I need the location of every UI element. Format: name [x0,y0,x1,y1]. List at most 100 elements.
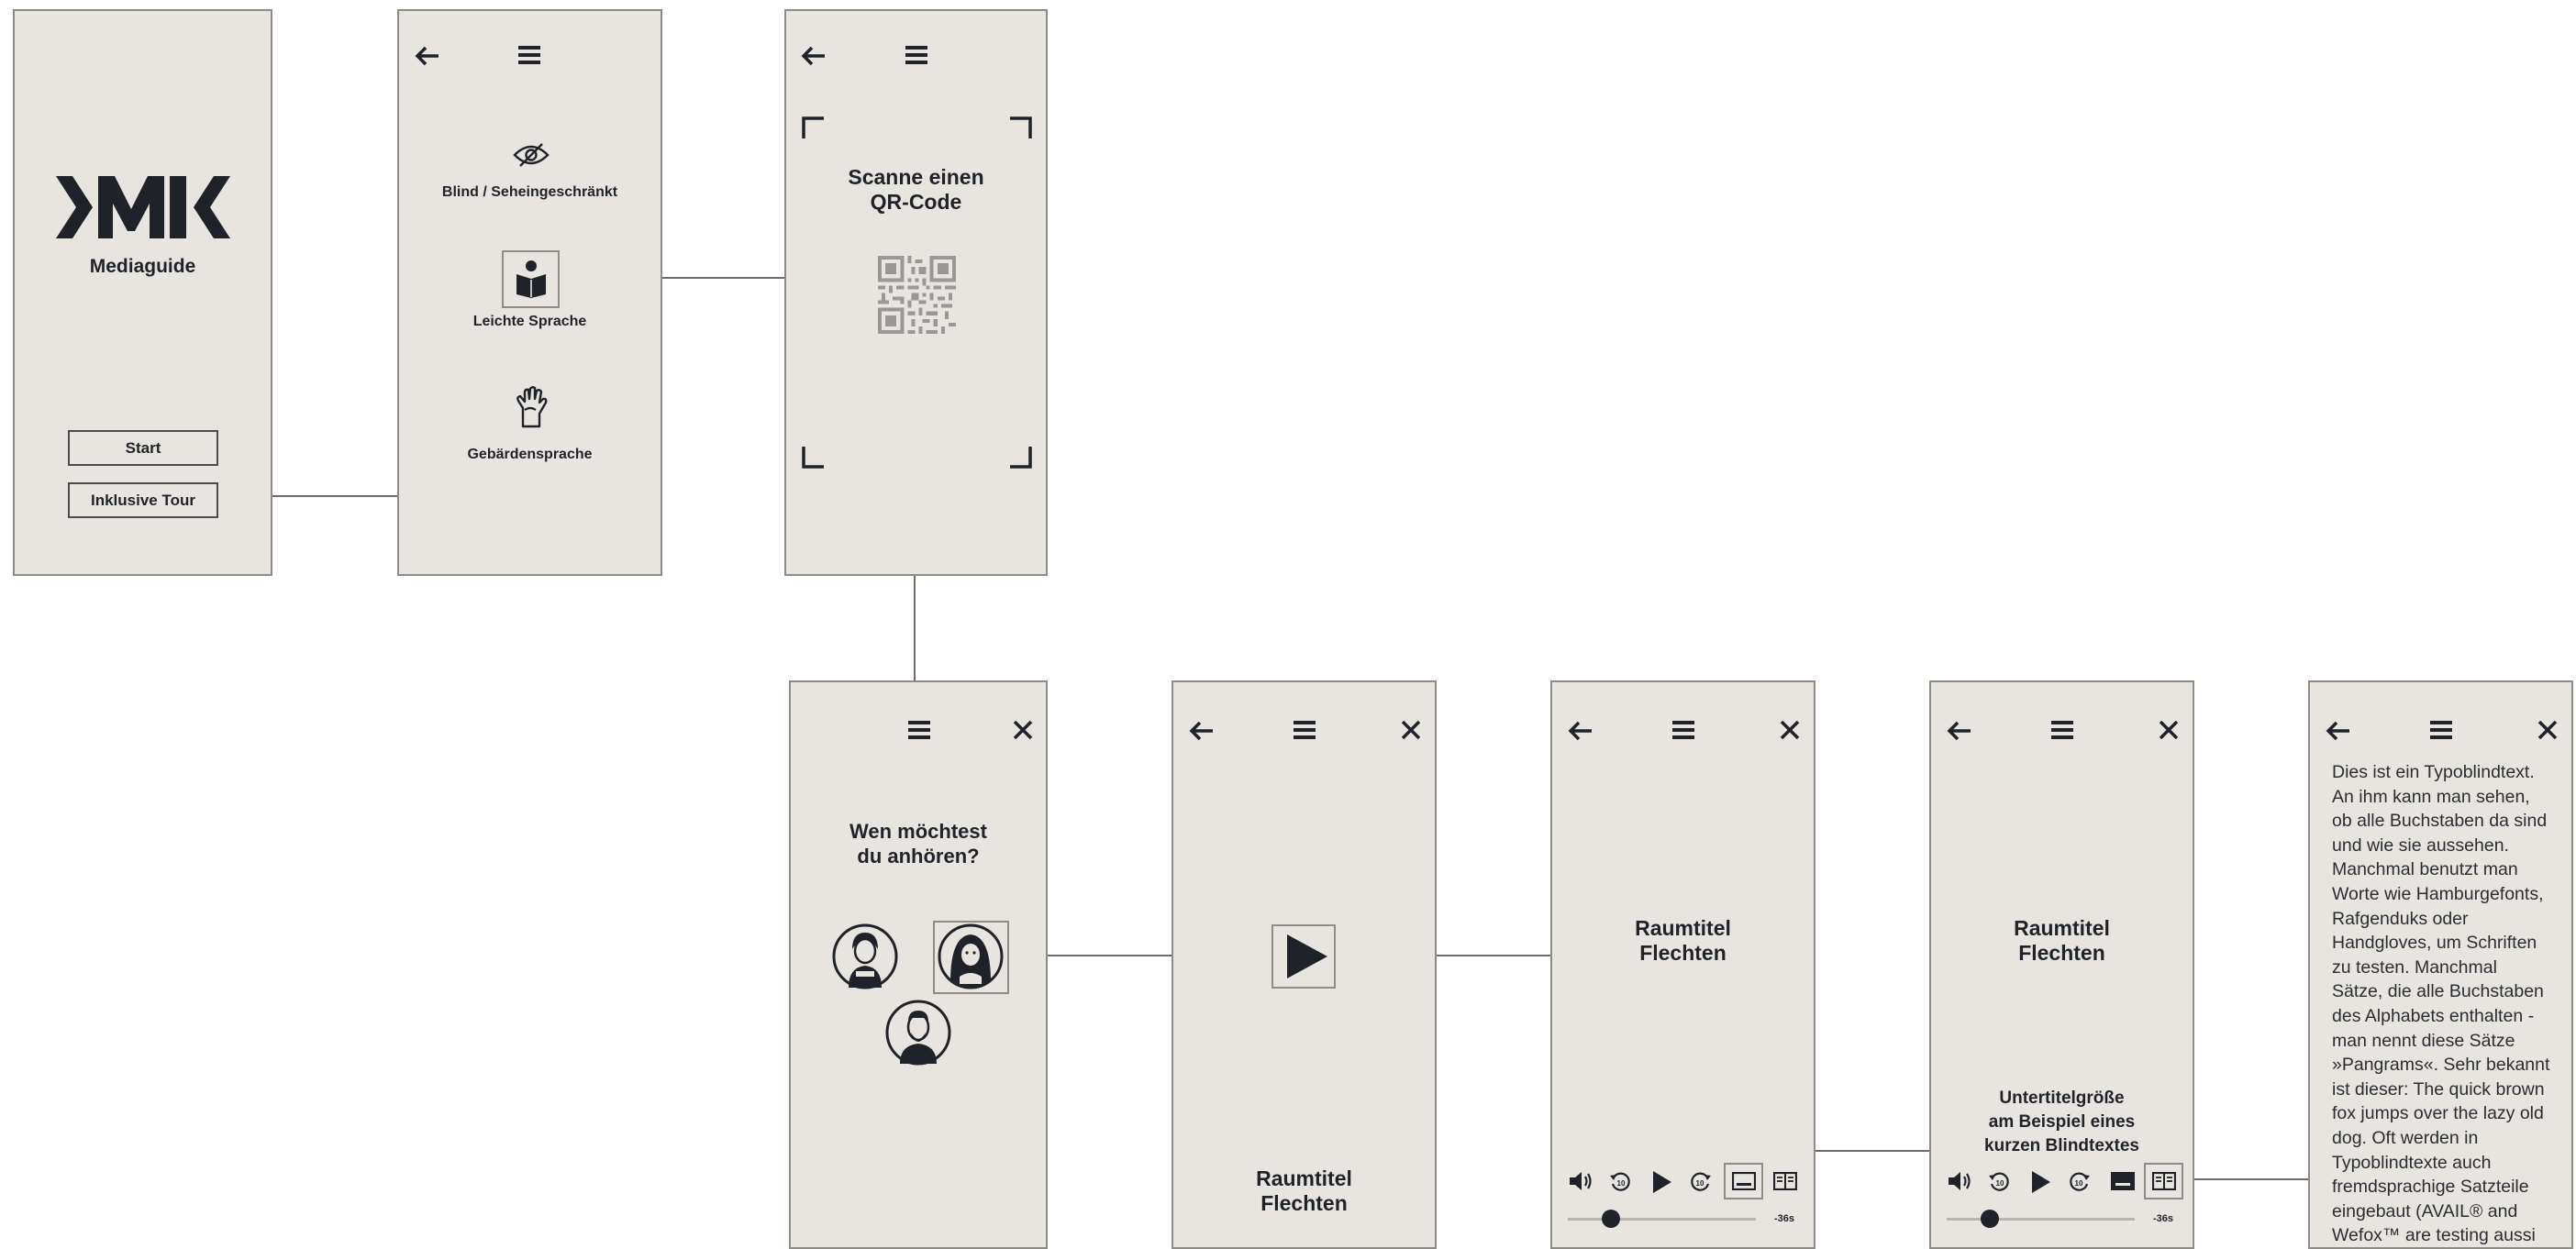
transcript-line: zu testen. Manchmal [2332,956,2566,980]
sign-language-hand-icon[interactable] [514,386,549,428]
subtitles-active-icon[interactable] [2111,1172,2135,1190]
transcript-line: und wie sie aussehen. [2332,834,2566,858]
svg-text:10: 10 [1696,1179,1704,1188]
play-icon[interactable] [2032,1171,2050,1193]
svg-text:10: 10 [2075,1179,2083,1188]
rewind-10-icon[interactable]: 10 [1988,1170,2012,1194]
narrator-portrait-man-icon[interactable] [885,1000,951,1066]
scan-frame-corner-icon [802,447,824,469]
back-arrow-icon[interactable] [1568,720,1593,742]
connector-line [2182,1178,2310,1180]
narrator-portrait-veiled-woman-icon[interactable] [938,923,1004,989]
forward-10-icon[interactable]: 10 [1688,1170,1712,1194]
svg-text:10: 10 [1617,1179,1626,1188]
back-arrow-icon[interactable] [801,45,827,67]
transcript-line: eingebaut (AVAIL® and [2332,1199,2566,1224]
mode-label-blind: Blind / Seheingeschränkt [399,184,661,201]
eye-off-icon[interactable] [513,142,550,168]
narrator-portrait-woman-icon[interactable] [832,923,898,989]
rewind-10-icon[interactable]: 10 [1609,1170,1633,1194]
transcript-line: Worte wie Hamburgefonts, [2332,882,2566,907]
menu-icon[interactable] [905,45,927,65]
transcript-line: Manchmal benutzt man [2332,857,2566,882]
back-arrow-icon[interactable] [2326,720,2351,742]
screen-transcript: Dies ist ein Typoblindtext. An ihm kann … [2308,680,2573,1249]
transcript-book-icon[interactable] [2152,1172,2176,1190]
subtitles-icon[interactable] [1732,1172,1756,1190]
back-arrow-icon[interactable] [1189,720,1215,742]
scan-frame-corner-icon [802,116,824,138]
menu-icon[interactable] [2051,720,2073,740]
screen-player: Raumtitel Flechten 10 10 -36s [1550,680,1815,1249]
app-name: Mediaguide [15,256,271,278]
menu-icon[interactable] [2430,720,2452,740]
transcript-line: »Pangrams«. Sehr bekannt [2332,1053,2566,1078]
logo [56,176,230,238]
room-title-line1: Raumtitel [1552,916,1814,941]
screen-subtitle-size: Raumtitel Flechten Untertitelgröße am Be… [1929,680,2194,1249]
start-button[interactable]: Start [68,430,218,466]
screen-play: Raumtitel Flechten [1171,680,1437,1249]
transcript-line: Handgloves, um Schriften [2332,931,2566,956]
transcript-line: Rafgenduks oder [2332,907,2566,932]
transcript-line: An ihm kann man sehen, [2332,785,2566,810]
seek-track[interactable] [1947,1218,2135,1221]
transcript-text: Dies ist ein Typoblindtext. An ihm kann … [2332,760,2566,1248]
seek-track[interactable] [1568,1218,1756,1221]
room-title-line2: Flechten [1931,941,2193,966]
transcript-line: Dies ist ein Typoblindtext. [2332,760,2566,785]
easy-language-book-icon[interactable] [515,260,548,298]
transcript-line: Typoblindtexte auch [2332,1151,2566,1176]
menu-icon[interactable] [1672,720,1694,740]
volume-icon[interactable] [1947,1170,1972,1192]
seek-knob[interactable] [1602,1210,1620,1228]
transcript-line: dog. Oft werden in [2332,1126,2566,1151]
qr-code-icon [878,256,956,334]
scan-title-line1: Scanne einen [786,165,1046,190]
connector-line [914,576,916,681]
close-icon[interactable] [1013,720,1033,740]
remaining-time: -36s [1774,1213,1794,1224]
transcript-line: ob alle Buchstaben da sind [2332,809,2566,834]
play-icon[interactable] [1653,1171,1671,1193]
back-arrow-icon[interactable] [1947,720,1972,742]
transcript-line: man nennt diese Sätze [2332,1029,2566,1054]
menu-icon[interactable] [908,720,930,740]
transcript-line: Wefox™ are testing aussi [2332,1223,2566,1248]
room-title-line2: Flechten [1173,1191,1435,1216]
menu-icon[interactable] [518,45,540,65]
transcript-line: ist dieser: The quick brown [2332,1078,2566,1102]
scan-frame-corner-icon [1010,447,1032,469]
scan-frame-corner-icon [1010,116,1032,138]
svg-text:10: 10 [1996,1179,2004,1188]
close-icon[interactable] [2159,720,2179,740]
screen-mode-select: Blind / Seheingeschränkt Leichte Sprache… [397,9,662,576]
room-title-line1: Raumtitel [1173,1166,1435,1191]
close-icon[interactable] [1401,720,1421,740]
narrator-title-line1: Wen möchtest [791,819,1046,844]
menu-icon[interactable] [1294,720,1316,740]
transcript-line: fox jumps over the lazy old [2332,1101,2566,1126]
narrator-title-line2: du anhören? [791,844,1046,868]
remaining-time: -36s [2153,1213,2173,1224]
transcript-line: des Alphabets enthalten - [2332,1004,2566,1029]
transcript-line: Sätze, die alle Buchstaben [2332,979,2566,1004]
room-title-line2: Flechten [1552,941,1814,966]
subtitle-sample-line2: am Beispiel eines [1931,1111,2193,1134]
transcript-book-icon[interactable] [1773,1172,1797,1190]
close-icon[interactable] [1780,720,1800,740]
close-icon[interactable] [2537,720,2558,740]
room-title-line1: Raumtitel [1931,916,2193,941]
back-arrow-icon[interactable] [415,45,440,67]
play-icon[interactable] [1287,934,1327,978]
screen-choose-narrator: Wen möchtest du anhören? [789,680,1048,1249]
subtitle-sample-line1: Untertitelgröße [1931,1087,2193,1111]
mode-label-sign-language: Gebärdensprache [399,447,661,463]
forward-10-icon[interactable]: 10 [2067,1170,2091,1194]
screen-splash: Mediaguide Start Inklusive Tour [13,9,272,576]
inclusive-tour-button[interactable]: Inklusive Tour [68,482,218,518]
scan-title-line2: QR-Code [786,190,1046,215]
screen-qr-scan: Scanne einen QR-Code [784,9,1048,576]
volume-icon[interactable] [1568,1170,1593,1192]
seek-knob[interactable] [1981,1210,1999,1228]
